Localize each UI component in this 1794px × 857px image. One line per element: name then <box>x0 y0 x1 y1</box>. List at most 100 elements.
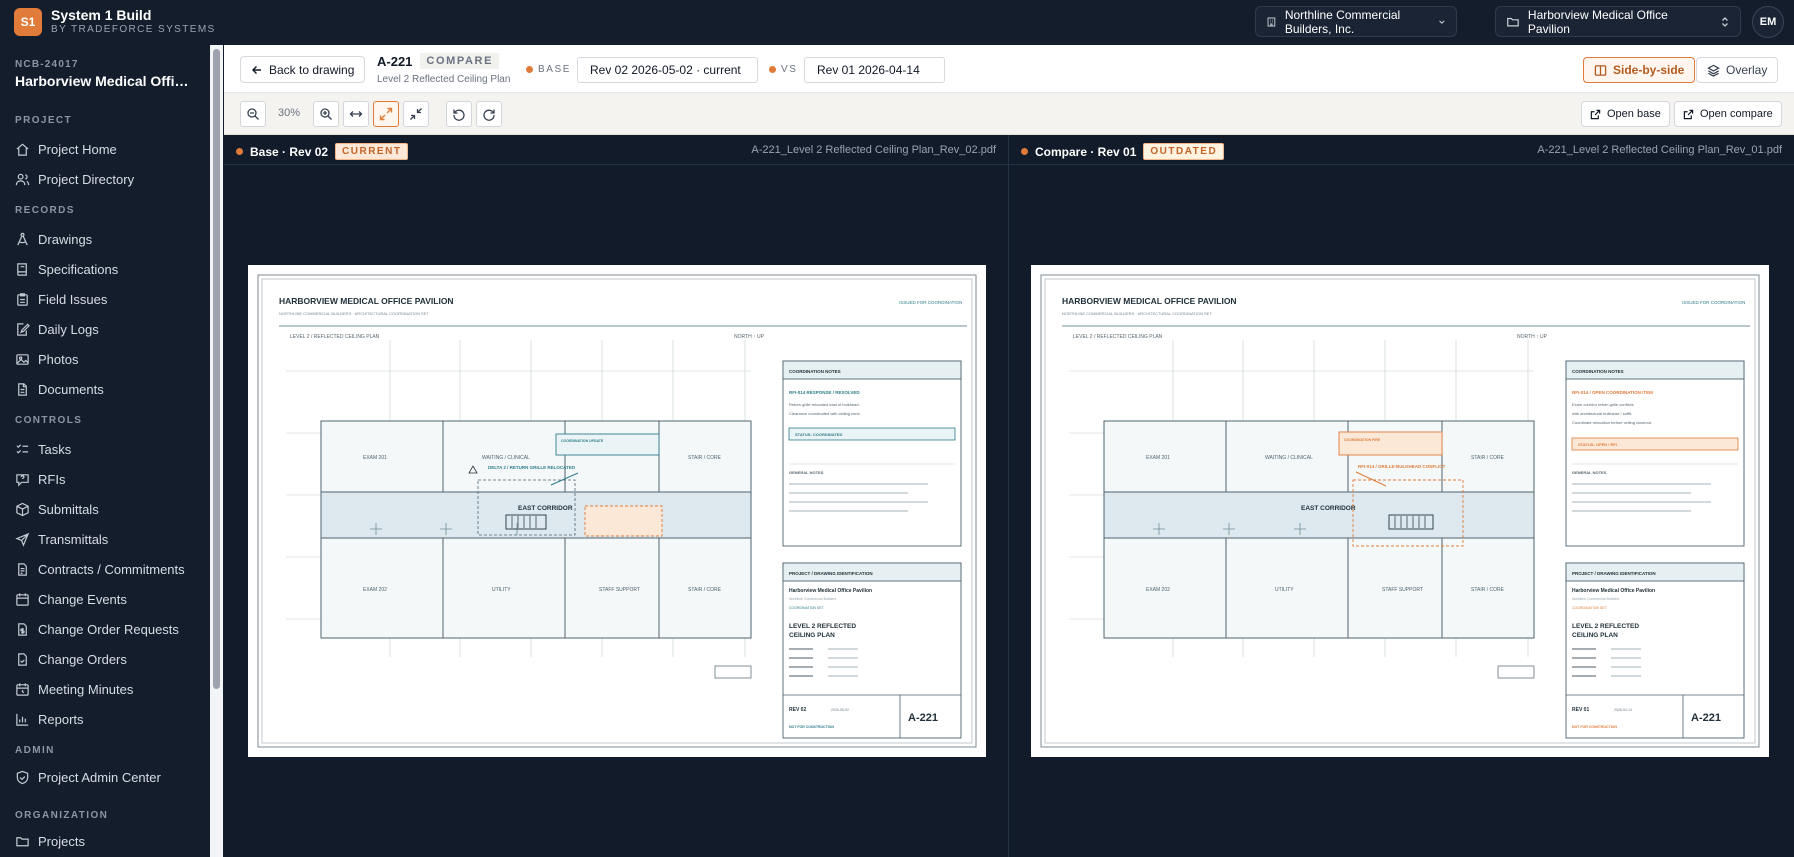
sidebar-item-submittals[interactable]: Submittals <box>15 499 99 519</box>
image-icon <box>16 353 29 365</box>
svg-text:COORDINATION NOTES: COORDINATION NOTES <box>1572 369 1624 374</box>
external-link-icon <box>1590 109 1601 119</box>
rotate-left-button[interactable] <box>446 101 472 127</box>
sidebar-item-contracts[interactable]: Contracts / Commitments <box>15 559 185 579</box>
svg-text:EAST CORRIDOR: EAST CORRIDOR <box>518 505 573 512</box>
section-controls: CONTROLS <box>15 415 83 426</box>
sidebar-item-photos[interactable]: Photos <box>15 349 78 369</box>
project-name: Harborview Medical Office Pavilion <box>1527 7 1668 36</box>
app-subtitle: BY TRADEFORCE SYSTEMS <box>51 24 216 35</box>
project-selector[interactable]: Harborview Medical Office Pavilion <box>1495 6 1741 37</box>
svg-text:STAIR / CORE: STAIR / CORE <box>688 455 722 461</box>
svg-text:STATUS: COORDINATED: STATUS: COORDINATED <box>795 432 842 437</box>
svg-text:with architectural bulkhead /: with architectural bulkhead / soffit. <box>1572 411 1632 416</box>
folder-icon <box>16 836 29 846</box>
app-logo[interactable]: S1 <box>14 8 42 36</box>
sidebar-item-field-issues[interactable]: Field Issues <box>15 289 107 309</box>
outdated-badge: OUTDATED <box>1143 143 1225 160</box>
svg-text:REV 01: REV 01 <box>1572 707 1589 713</box>
sidebar-item-drawings[interactable]: Drawings <box>15 229 92 249</box>
svg-text:Clearance coordinated with cei: Clearance coordinated with ceiling zone. <box>789 411 861 416</box>
base-pane-dot <box>236 148 243 155</box>
base-dot <box>526 66 533 73</box>
svg-text:LEVEL 2 REFLECTED: LEVEL 2 REFLECTED <box>1572 623 1639 630</box>
sidebar-item-project-directory[interactable]: Project Directory <box>15 169 134 189</box>
base-label: BASE <box>526 64 571 75</box>
open-compare-button[interactable]: Open compare <box>1674 101 1782 127</box>
svg-text:UTILITY: UTILITY <box>1275 587 1294 593</box>
sidebar-item-project-home[interactable]: Project Home <box>15 139 117 159</box>
compare-header: Back to drawing A-221 COMPARE Level 2 Re… <box>224 45 1794 93</box>
folder-icon <box>1507 17 1519 27</box>
company-selector[interactable]: Northline Commercial Builders, Inc. <box>1255 6 1457 37</box>
zoom-in-button[interactable] <box>313 101 339 127</box>
notebook-pen-icon <box>17 322 30 336</box>
checklist-icon <box>16 443 29 454</box>
brand: System 1 Build BY TRADEFORCE SYSTEMS <box>51 8 216 36</box>
open-base-button[interactable]: Open base <box>1581 101 1670 127</box>
sidebar-item-specifications[interactable]: Specifications <box>15 259 118 279</box>
sidebar-item-reports[interactable]: Reports <box>15 709 84 729</box>
arrow-left-icon <box>252 65 261 74</box>
rotate-right-button[interactable] <box>476 101 502 127</box>
sidebar-item-transmittals[interactable]: Transmittals <box>15 529 108 549</box>
calendar-clock-icon <box>16 682 29 696</box>
sidebar-item-rfis[interactable]: RFIs <box>15 469 65 489</box>
back-to-drawing-button[interactable]: Back to drawing <box>240 56 366 83</box>
top-bar: S1 System 1 Build BY TRADEFORCE SYSTEMS … <box>0 0 1794 45</box>
sidebar-item-change-orders[interactable]: Change Orders <box>15 649 127 669</box>
mode-badge: COMPARE <box>420 53 500 69</box>
svg-text:RFI-014 / OPEN COORDINATION IT: RFI-014 / OPEN COORDINATION ITEM <box>1572 390 1653 395</box>
svg-text:CEILING PLAN: CEILING PLAN <box>789 632 835 639</box>
sidebar-item-project-admin[interactable]: Project Admin Center <box>15 767 161 787</box>
svg-text:LEVEL 2 REFLECTED: LEVEL 2 REFLECTED <box>789 623 856 630</box>
chevron-updown-icon <box>1722 16 1728 27</box>
viewer-toolbar: 30% Open base Open compare <box>224 93 1794 135</box>
svg-text:Harborview Medical Office Pavi: Harborview Medical Office Pavilion <box>789 588 872 594</box>
svg-text:COORDINATION FIRE: COORDINATION FIRE <box>1344 438 1381 442</box>
sidebar-project-name[interactable]: Harborview Medical Office Pavilion <box>15 73 195 89</box>
sidebar-item-documents[interactable]: Documents <box>15 379 104 399</box>
sidebar-item-projects[interactable]: Projects <box>15 831 85 851</box>
file-dollar-icon <box>18 622 27 636</box>
overlay-button[interactable]: Overlay <box>1696 57 1779 83</box>
svg-text:NORTH ↑ UP: NORTH ↑ UP <box>734 334 765 340</box>
svg-text:CEILING PLAN: CEILING PLAN <box>1572 632 1618 639</box>
rotate-ccw-icon <box>453 109 465 121</box>
fit-width-button[interactable] <box>343 101 369 127</box>
svg-text:COORDINATION UPDATE: COORDINATION UPDATE <box>561 439 604 443</box>
svg-text:2026-05-02: 2026-05-02 <box>831 708 849 712</box>
compare-revision-select[interactable]: Rev 01 2026-04-14 <box>804 57 945 83</box>
base-sheet-drawing: HARBORVIEW MEDICAL OFFICE PAVILIONNORTHL… <box>257 274 977 748</box>
home-icon <box>16 143 29 156</box>
fit-page-button[interactable] <box>373 101 399 127</box>
package-icon <box>16 502 29 516</box>
sidebar-item-change-events[interactable]: Change Events <box>15 589 127 609</box>
sidebar-item-meeting-minutes[interactable]: Meeting Minutes <box>15 679 133 699</box>
svg-text:WAITING / CLINICAL: WAITING / CLINICAL <box>482 455 530 461</box>
base-pane-title: Base · Rev 02 <box>250 144 329 159</box>
zoom-out-button[interactable] <box>240 101 266 127</box>
svg-text:EXAM 201: EXAM 201 <box>363 455 387 461</box>
svg-text:NOT FOR CONSTRUCTION: NOT FOR CONSTRUCTION <box>789 725 834 729</box>
base-file-name: A-221_Level 2 Reflected Ceiling Plan_Rev… <box>751 144 996 156</box>
sidebar-item-change-order-requests[interactable]: Change Order Requests <box>15 619 179 639</box>
vs-label: VS <box>769 64 798 75</box>
sidebar-item-tasks[interactable]: Tasks <box>15 439 71 459</box>
svg-text:EXAM 202: EXAM 202 <box>363 587 387 593</box>
svg-text:EXAM 202: EXAM 202 <box>1146 587 1170 593</box>
side-by-side-button[interactable]: Side-by-side <box>1583 57 1696 83</box>
section-organization: ORGANIZATION <box>15 810 109 821</box>
sidebar-item-daily-logs[interactable]: Daily Logs <box>15 319 99 339</box>
section-project: PROJECT <box>15 115 73 126</box>
user-avatar[interactable]: EM <box>1752 6 1784 38</box>
base-revision-select[interactable]: Rev 02 2026-05-02 · current <box>577 57 758 83</box>
sidebar-scrollbar-thumb[interactable] <box>213 49 220 689</box>
actual-size-button[interactable] <box>403 101 429 127</box>
svg-text:Harborview Medical Office Pavi: Harborview Medical Office Pavilion <box>1572 588 1655 594</box>
svg-text:2026-04-14: 2026-04-14 <box>1614 708 1632 712</box>
